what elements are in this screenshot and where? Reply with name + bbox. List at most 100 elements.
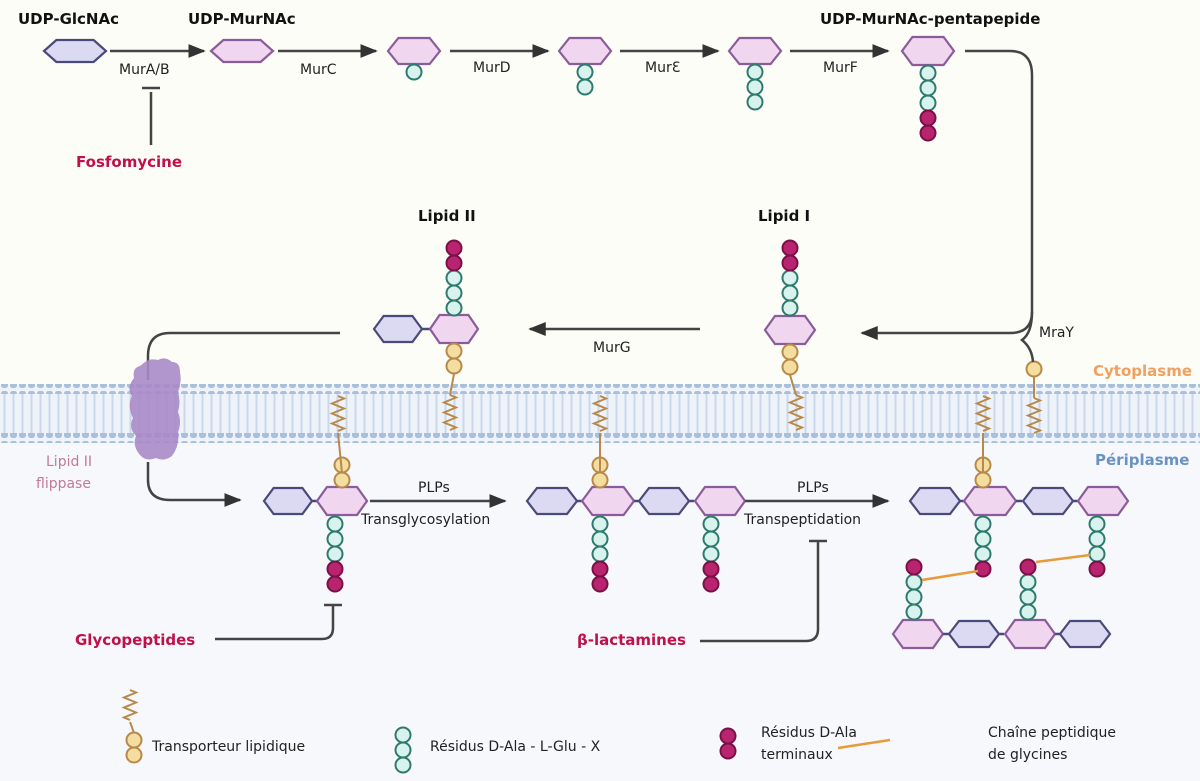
- terminal-d-ala-bead: [1019, 558, 1037, 576]
- enzyme-mray: MraY: [1039, 325, 1074, 341]
- lipid-carrier-spring: [787, 394, 805, 431]
- lipid-carrier-spring: [121, 689, 139, 721]
- lipid-carrier-stem: [337, 432, 343, 474]
- terminal-d-ala-bead: [781, 239, 799, 257]
- lipid-phosphate-bead: [125, 746, 143, 764]
- flippase-out-arrow: [146, 462, 242, 507]
- lipid-phosphate-bead: [781, 343, 799, 361]
- terminal-d-ala-bead: [719, 742, 737, 760]
- enzyme-murg: MurG: [593, 340, 631, 356]
- murnac-sugar: [1003, 618, 1057, 650]
- residue-bead: [781, 284, 799, 302]
- terminal-d-ala-bead: [445, 254, 463, 272]
- residue-bead: [394, 741, 412, 759]
- enzyme-transglycosylation: Transglycosylation: [360, 512, 490, 528]
- lipid-phosphate-bead: [781, 358, 799, 376]
- glcnac-sugar: [372, 314, 424, 344]
- glycine-bridge: [1035, 553, 1091, 564]
- residue-bead: [919, 79, 937, 97]
- murnac-sugar: [693, 485, 747, 517]
- residue-bead: [905, 573, 923, 591]
- glcnac-sugar: [908, 486, 962, 516]
- residue-bead: [326, 515, 344, 533]
- residue-bead: [591, 515, 609, 533]
- label-udp-murnac-pentapeptide: UDP-MurNAc-pentapepide: [820, 10, 1040, 28]
- residue-bead: [1088, 515, 1106, 533]
- inhibitor-lines: [142, 86, 827, 643]
- murnac-sugar: [900, 35, 956, 67]
- lipid-carrier-stem: [129, 721, 135, 734]
- residue-bead: [746, 63, 764, 81]
- residue-bead: [394, 726, 412, 744]
- lipid-carrier-spring: [329, 395, 347, 432]
- legend-terminal-line1: Résidus D-Ala: [761, 725, 857, 741]
- glcnac-sugar: [42, 38, 108, 64]
- residue-bead: [576, 63, 594, 81]
- legend-lipid-transporter: Transporteur lipidique: [151, 739, 305, 755]
- residue-bead: [326, 530, 344, 548]
- label-udp-murnac: UDP-MurNAc: [188, 10, 296, 28]
- enzyme-mura-b: MurA/B: [119, 62, 170, 78]
- inhibitor-glycopeptides: Glycopeptides: [75, 631, 195, 649]
- terminal-d-ala-bead: [702, 560, 720, 578]
- label-lipid-i: Lipid I: [758, 207, 810, 225]
- murnac-sugar: [386, 36, 442, 66]
- label-lipid-ii: Lipid II: [418, 207, 476, 225]
- residue-bead: [974, 515, 992, 533]
- lipid-carrier-stem: [449, 373, 455, 396]
- legend-residues: Résidus D-Ala - L-Glu - X: [430, 739, 601, 755]
- lipid-carrier-spring: [974, 395, 992, 432]
- terminal-d-ala-bead: [591, 560, 609, 578]
- residue-bead: [919, 94, 937, 112]
- lipid-phosphate-bead: [445, 342, 463, 360]
- label-periplasme: Périplasme: [1095, 451, 1189, 469]
- residue-bead: [746, 78, 764, 96]
- residue-bead: [1088, 545, 1106, 563]
- residue-bead: [974, 545, 992, 563]
- murnac-sugar: [1076, 485, 1130, 517]
- arrow-to-mray: [860, 49, 1034, 340]
- residue-bead: [591, 545, 609, 563]
- label-cytoplasme: Cytoplasme: [1093, 362, 1192, 380]
- residue-bead: [702, 545, 720, 563]
- lipid-carrier-stem: [789, 374, 797, 396]
- terminal-d-ala-bead: [781, 254, 799, 272]
- terminal-d-ala-bead: [974, 560, 992, 578]
- glcnac-sugar: [637, 486, 691, 516]
- glcnac-sugar: [262, 486, 314, 516]
- lipid-phosphate-bead: [333, 471, 351, 489]
- enzyme-murf: MurF: [823, 60, 858, 76]
- flippase-in-line: [146, 331, 340, 380]
- residue-bead: [919, 64, 937, 82]
- lipid-carrier-spring: [441, 394, 459, 431]
- murnac-sugar: [727, 36, 783, 66]
- lipid-carrier-spring: [591, 395, 609, 432]
- residue-bead: [1088, 530, 1106, 548]
- legend: Transporteur lipidique Résidus D-Ala - L…: [151, 725, 1116, 763]
- murnac-sugar: [428, 313, 480, 345]
- enzyme-murd: MurD: [473, 60, 511, 76]
- murnac-sugar: [891, 618, 945, 650]
- inhibitor-beta-lactamines: β-lactamines: [577, 631, 686, 649]
- residue-bead: [576, 78, 594, 96]
- terminal-d-ala-bead: [445, 239, 463, 257]
- terminal-d-ala-bead: [326, 560, 344, 578]
- murnac-sugar: [580, 485, 636, 517]
- mray-branch: [1019, 311, 1035, 363]
- lipid-phosphate-bead: [1025, 360, 1043, 378]
- murnac-sugar: [962, 485, 1018, 517]
- residue-bead: [702, 530, 720, 548]
- residue-bead: [445, 269, 463, 287]
- enzyme-murc: MurC: [300, 62, 337, 78]
- label-flippase-line1: Lipid II: [46, 454, 92, 470]
- lipid-phosphate-bead: [125, 731, 143, 749]
- glcnac-sugar: [525, 486, 579, 516]
- murnac-sugar: [315, 485, 369, 517]
- legend-glycine-line2: de glycines: [988, 747, 1067, 763]
- legend-glycine-swatch: [837, 738, 891, 750]
- glcnac-sugar: [1058, 619, 1112, 649]
- legend-glycine-line1: Chaîne peptidique: [988, 725, 1116, 741]
- terminal-d-ala-bead: [326, 575, 344, 593]
- glcnac-sugar: [947, 619, 1001, 649]
